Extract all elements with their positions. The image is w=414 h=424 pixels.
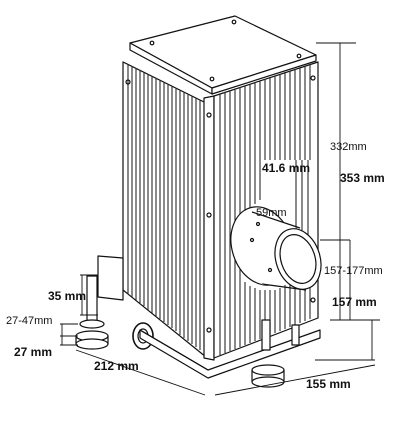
front-foot-rod bbox=[261, 319, 271, 351]
left-foot-rod bbox=[86, 275, 98, 325]
label-foot-thread: 35 mm bbox=[48, 289, 87, 303]
label-port-center-range: 157-177mm bbox=[324, 265, 383, 277]
label-port-center: 157 mm bbox=[332, 295, 377, 309]
side-box bbox=[97, 255, 124, 301]
label-depth: 155 mm bbox=[306, 377, 351, 391]
left-fins bbox=[127, 64, 201, 350]
right-fins bbox=[219, 64, 311, 355]
label-port-diameter: 59mm bbox=[256, 207, 287, 219]
label-foot-range: 27-47mm bbox=[6, 315, 53, 327]
label-height-top: 332mm bbox=[330, 141, 367, 153]
corner-post bbox=[203, 95, 215, 361]
label-height-total: 353 mm bbox=[340, 171, 385, 185]
label-port-depth: 41.6 mm bbox=[262, 161, 311, 175]
top-plate-edge-right bbox=[211, 54, 317, 95]
port-tube bbox=[230, 206, 322, 291]
label-foot-base: 27 mm bbox=[14, 345, 53, 359]
label-width: 212 mm bbox=[94, 359, 139, 373]
dimension-lines bbox=[60, 42, 380, 396]
